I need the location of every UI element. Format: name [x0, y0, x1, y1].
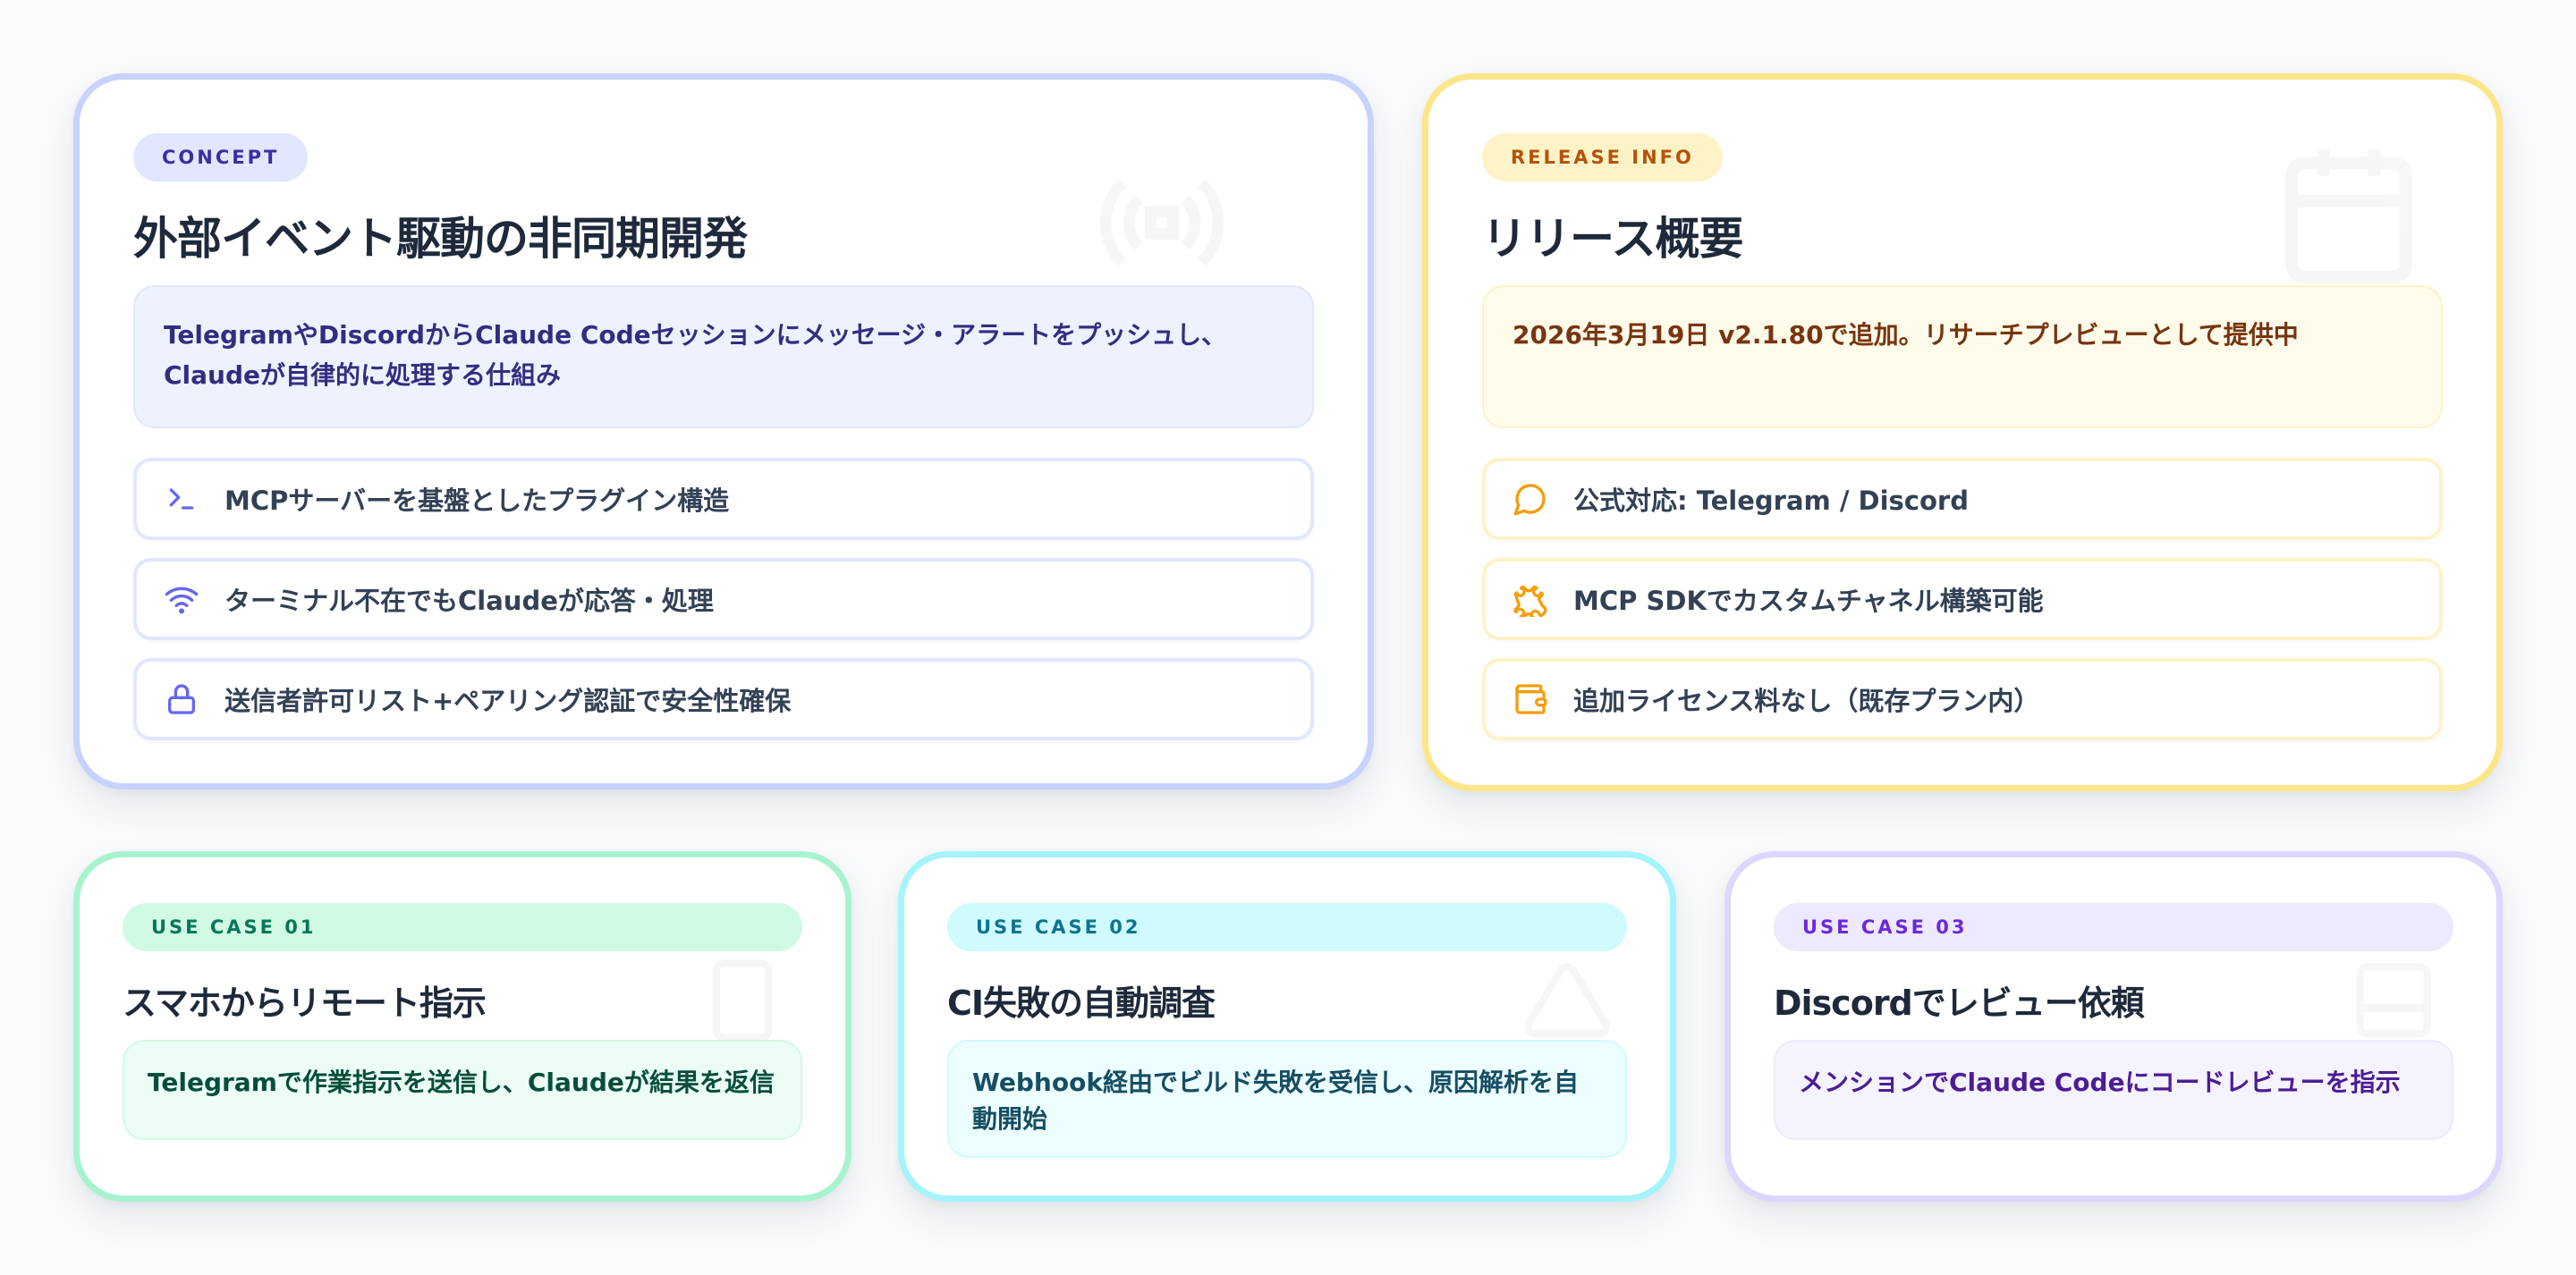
use-case-description: Webhook経由でビルド失敗を受信し、原因解析を自動開始	[947, 1040, 1627, 1158]
puzzle-icon	[1511, 579, 1550, 619]
broadcast-icon	[1090, 156, 1233, 290]
feature-label: MCP SDKでカスタムチャネル構築可能	[1573, 586, 2044, 616]
feature-label: MCPサーバーを基盤としたプラグイン構造	[225, 486, 730, 516]
concept-description: TelegramやDiscordからClaude Codeセッションにメッセージ…	[133, 285, 1314, 428]
calendar-icon	[2264, 138, 2434, 290]
concept-feature-item: 送信者許可リスト+ペアリング認証で安全性確保	[133, 658, 1314, 740]
release-feature-item: 公式対応: Telegram / Discord	[1482, 458, 2443, 540]
feature-label: 追加ライセンス料なし（既存プラン内）	[1573, 686, 2040, 716]
feature-label: 送信者許可リスト+ペアリング認証で安全性確保	[225, 686, 792, 716]
lock-icon	[162, 680, 201, 719]
concept-card: CONCEPT 外部イベント駆動の非同期開発 TelegramやDiscordか…	[73, 73, 1374, 789]
terminal-icon	[162, 479, 201, 519]
use-case-title: CI失敗の自動調査	[947, 984, 1216, 1023]
release-card: RELEASE INFO リリース概要 2026年3月19日 v2.1.80で追…	[1422, 73, 2503, 791]
use-case-description: メンションでClaude Codeにコードレビューを指示	[1774, 1040, 2453, 1140]
use-case-badge: USE CASE 03	[1774, 903, 2453, 951]
release-badge: RELEASE INFO	[1482, 133, 1723, 182]
smartphone-icon	[693, 956, 792, 1045]
release-description: 2026年3月19日 v2.1.80で追加。リサーチプレビューとして提供中	[1482, 285, 2443, 428]
concept-title: 外部イベント駆動の非同期開発	[133, 213, 748, 265]
chat-bubble-icon	[1511, 479, 1550, 519]
concept-feature-item: ターミナル不在でもClaudeが応答・処理	[133, 558, 1314, 640]
alert-icon	[1518, 956, 1616, 1045]
use-case-badge: USE CASE 02	[947, 903, 1627, 951]
feature-label: 公式対応: Telegram / Discord	[1573, 486, 1969, 516]
use-case-card-01: USE CASE 01 スマホからリモート指示 Telegramで作業指示を送信…	[73, 851, 852, 1202]
use-case-description: Telegramで作業指示を送信し、Claudeが結果を返信	[123, 1040, 802, 1140]
use-case-card-02: USE CASE 02 CI失敗の自動調査 Webhook経由でビルド失敗を受信…	[898, 851, 1676, 1202]
release-feature-item: MCP SDKでカスタムチャネル構築可能	[1482, 558, 2443, 640]
release-feature-item: 追加ライセンス料なし（既存プラン内）	[1482, 658, 2443, 740]
use-case-title: スマホからリモート指示	[123, 984, 487, 1023]
wifi-icon	[162, 579, 201, 619]
code-review-icon	[2344, 956, 2443, 1045]
release-title: リリース概要	[1482, 213, 1743, 265]
use-case-card-03: USE CASE 03 Discordでレビュー依頼 メンションでClaude …	[1724, 851, 2503, 1202]
use-case-badge: USE CASE 01	[123, 903, 802, 951]
use-case-title: Discordでレビュー依頼	[1774, 984, 2145, 1023]
wallet-icon	[1511, 680, 1550, 719]
concept-feature-item: MCPサーバーを基盤としたプラグイン構造	[133, 458, 1314, 540]
concept-badge: CONCEPT	[133, 133, 309, 182]
feature-label: ターミナル不在でもClaudeが応答・処理	[225, 586, 714, 616]
